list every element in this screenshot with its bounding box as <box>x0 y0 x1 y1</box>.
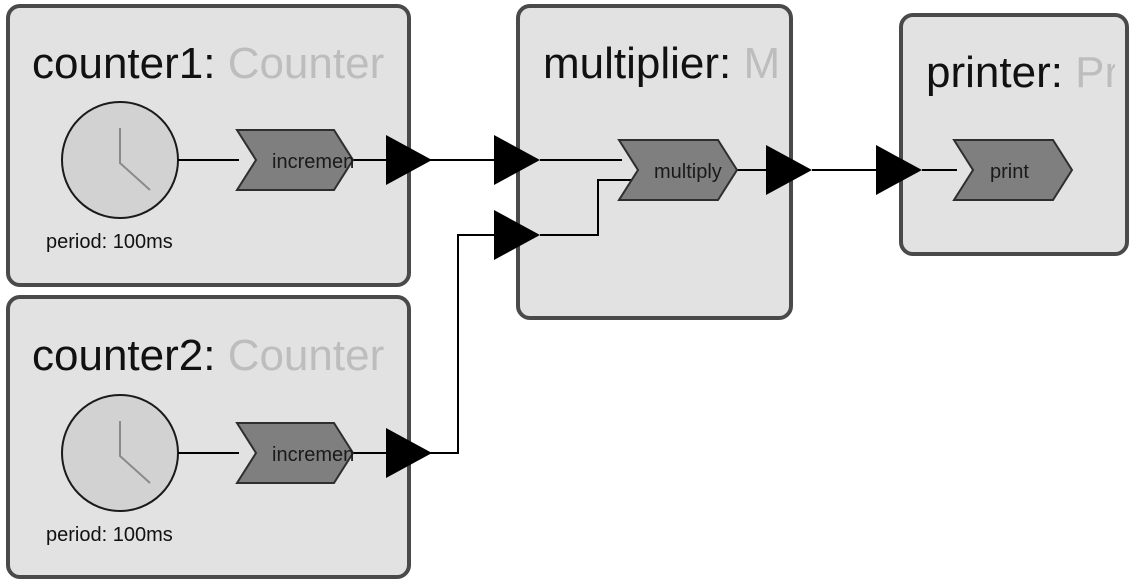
svg-text:print: print <box>990 161 1029 183</box>
counter1-timer-clock-icon[interactable] <box>61 101 179 219</box>
counter1-output-port[interactable] <box>386 135 432 185</box>
multiplier-title: multiplier: Multiplier <box>543 39 920 88</box>
multiplier-input-port-2[interactable] <box>494 210 540 260</box>
printer-print-reaction[interactable]: print <box>952 139 1074 201</box>
counter2-output-port[interactable] <box>386 428 432 478</box>
counter2-increment-reaction[interactable]: increment <box>235 422 360 484</box>
counter2-title: counter2: Counter <box>32 331 384 380</box>
counter2-period: period: 100ms <box>46 524 173 546</box>
svg-text:increment: increment <box>272 151 360 173</box>
printer-title: printer: Printer <box>926 48 1133 97</box>
counter1-period: period: 100ms <box>46 231 173 253</box>
counter2-timer-clock-icon[interactable] <box>61 394 179 512</box>
multiplier-output-port[interactable] <box>766 145 812 195</box>
svg-text:multiply: multiply <box>654 161 722 183</box>
svg-text:increment: increment <box>272 444 360 466</box>
wire-mul-in2-to-multiply <box>540 179 632 236</box>
counter1-title: counter1: Counter <box>32 39 384 88</box>
counter1-increment-reaction[interactable]: increment <box>235 129 360 191</box>
wire-counter2-to-multiplier <box>430 234 496 454</box>
printer-input-port[interactable] <box>876 145 922 195</box>
multiplier-multiply-reaction[interactable]: multiply <box>617 139 739 201</box>
multiplier-input-port-1[interactable] <box>494 135 540 185</box>
